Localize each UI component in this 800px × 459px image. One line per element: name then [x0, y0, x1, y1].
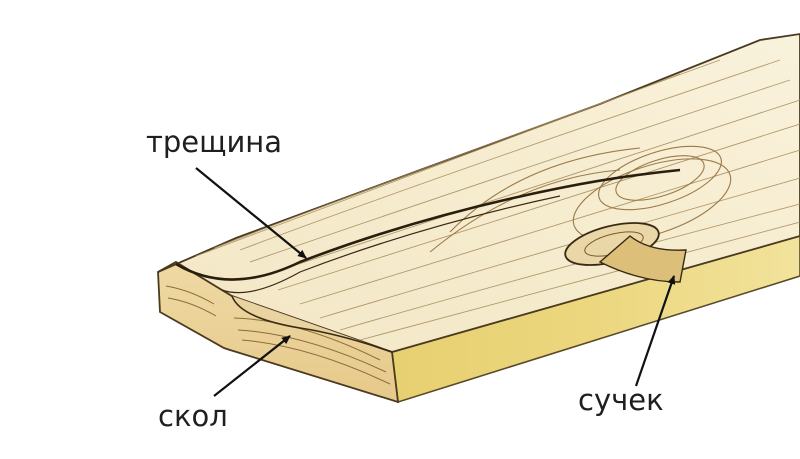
- crack-arrow: [195, 167, 307, 259]
- knot-label: сучек: [578, 383, 664, 417]
- knot-arrow: [634, 275, 676, 387]
- crack-line: [175, 168, 681, 281]
- knot-defect: [564, 222, 687, 283]
- chip-arrow: [213, 335, 291, 397]
- crack-edge: [221, 195, 561, 294]
- surface-grain: [195, 59, 800, 341]
- crack-label: трещина: [146, 125, 282, 159]
- chip-defect: [231, 295, 393, 353]
- chip-label: скол: [158, 399, 228, 433]
- end-grain: [165, 285, 391, 385]
